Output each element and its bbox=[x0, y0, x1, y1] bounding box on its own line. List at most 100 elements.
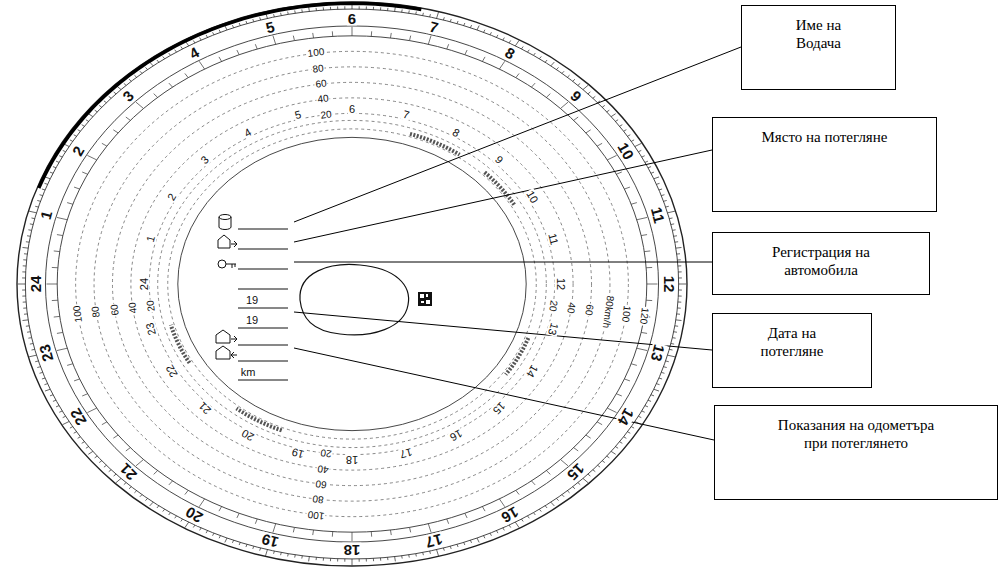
minute-tick bbox=[206, 35, 207, 38]
quarter-tick bbox=[531, 83, 535, 87]
speed-number: 80 bbox=[311, 493, 325, 505]
quarter-tick bbox=[616, 172, 621, 174]
minute-tick bbox=[539, 56, 541, 58]
minute-tick bbox=[627, 432, 630, 434]
quarter-tick bbox=[169, 481, 173, 485]
quarter-tick bbox=[52, 267, 58, 268]
minute-tick bbox=[29, 355, 36, 357]
minute-tick bbox=[672, 337, 675, 339]
minute-tick bbox=[337, 559, 338, 562]
minute-tick bbox=[615, 120, 618, 122]
minute-tick bbox=[394, 557, 396, 562]
quarter-tick bbox=[428, 36, 431, 45]
hour-number: 16 bbox=[498, 504, 522, 526]
quarter-tick bbox=[597, 143, 602, 146]
inner-hour-number: 10 bbox=[524, 188, 541, 206]
minute-tick bbox=[620, 442, 623, 444]
minute-tick bbox=[53, 167, 56, 168]
minute-tick bbox=[140, 71, 142, 73]
minute-tick bbox=[654, 177, 659, 179]
quarter-tick bbox=[646, 300, 652, 301]
minute-tick bbox=[611, 451, 616, 454]
inner-hour-number: 1 bbox=[145, 233, 158, 244]
minute-tick bbox=[562, 495, 564, 497]
quarter-tick bbox=[185, 73, 188, 77]
minute-tick bbox=[674, 235, 677, 236]
speed-ring bbox=[76, 51, 629, 516]
inner-hour-number: 11 bbox=[546, 231, 560, 247]
minute-tick bbox=[450, 546, 451, 549]
minute-tick bbox=[23, 301, 26, 302]
minute-tick bbox=[37, 366, 40, 368]
minute-tick bbox=[22, 289, 25, 290]
quarter-tick bbox=[136, 102, 144, 108]
minute-tick bbox=[645, 406, 648, 407]
speed-ring bbox=[168, 129, 537, 439]
speed-number: 120 bbox=[638, 306, 650, 326]
minute-tick bbox=[265, 550, 267, 556]
inner-hour-number: 21 bbox=[196, 399, 214, 417]
minute-tick bbox=[651, 395, 654, 396]
quarter-tick bbox=[516, 490, 519, 494]
minute-tick bbox=[631, 140, 634, 141]
minute-tick bbox=[578, 483, 580, 485]
quarter-tick bbox=[499, 61, 504, 69]
callout-text: Регистрация на автомобила bbox=[759, 243, 884, 279]
minute-tick bbox=[387, 8, 388, 11]
minute-tick bbox=[114, 92, 116, 94]
quarter-tick bbox=[87, 155, 96, 160]
minute-tick bbox=[28, 229, 31, 231]
minute-tick bbox=[163, 509, 165, 511]
minute-tick bbox=[373, 7, 374, 10]
speed-ring bbox=[131, 98, 573, 470]
minute-tick bbox=[140, 495, 142, 497]
minute-tick bbox=[37, 200, 40, 202]
minute-tick bbox=[675, 241, 678, 242]
minute-tick bbox=[213, 32, 214, 35]
speed-number: 100 bbox=[620, 304, 632, 324]
minute-tick bbox=[316, 557, 317, 560]
quarter-tick bbox=[371, 532, 372, 537]
minute-tick bbox=[671, 343, 674, 345]
inner-hour-number: 3 bbox=[198, 154, 212, 168]
quarter-tick bbox=[465, 50, 467, 55]
quarter-tick bbox=[154, 471, 158, 475]
callout-text: Дата на потегляне bbox=[750, 324, 835, 360]
minute-tick bbox=[677, 259, 680, 260]
minute-tick bbox=[294, 555, 296, 558]
minute-tick bbox=[562, 71, 564, 73]
minute-tick bbox=[86, 120, 89, 122]
quarter-tick bbox=[169, 83, 173, 87]
callout-text: Име на Водача bbox=[784, 16, 854, 52]
minute-tick bbox=[175, 516, 177, 518]
minute-tick bbox=[246, 544, 247, 547]
minute-tick bbox=[163, 56, 165, 58]
minute-tick bbox=[35, 206, 38, 208]
minute-tick bbox=[437, 550, 439, 556]
quarter-tick bbox=[57, 234, 63, 236]
quarter-tick bbox=[237, 50, 239, 55]
callout-text: Показания на одометъра при потеглянето bbox=[769, 416, 944, 452]
hour-number: 21 bbox=[116, 461, 140, 485]
quarter-tick bbox=[57, 332, 63, 334]
minute-tick bbox=[675, 325, 678, 326]
minute-tick bbox=[551, 62, 554, 66]
quarter-tick bbox=[199, 499, 204, 507]
minute-tick bbox=[679, 284, 687, 285]
hour-number: 10 bbox=[615, 139, 637, 163]
minute-tick bbox=[635, 143, 642, 146]
inner-hour-number: 5 bbox=[293, 109, 304, 122]
minute-tick bbox=[330, 558, 331, 561]
minute-tick bbox=[464, 23, 465, 26]
minute-tick bbox=[86, 447, 89, 449]
minute-tick bbox=[429, 551, 431, 554]
minute-tick bbox=[74, 432, 77, 434]
minute-tick bbox=[470, 540, 471, 543]
quarter-tick bbox=[87, 408, 96, 413]
speed-number: 100 bbox=[306, 508, 326, 520]
inner-hour-number: 16 bbox=[447, 427, 465, 444]
quarter-tick bbox=[82, 172, 87, 174]
quarter-tick bbox=[273, 524, 276, 533]
speed-number: 20 bbox=[145, 299, 157, 313]
minute-tick bbox=[287, 554, 289, 557]
